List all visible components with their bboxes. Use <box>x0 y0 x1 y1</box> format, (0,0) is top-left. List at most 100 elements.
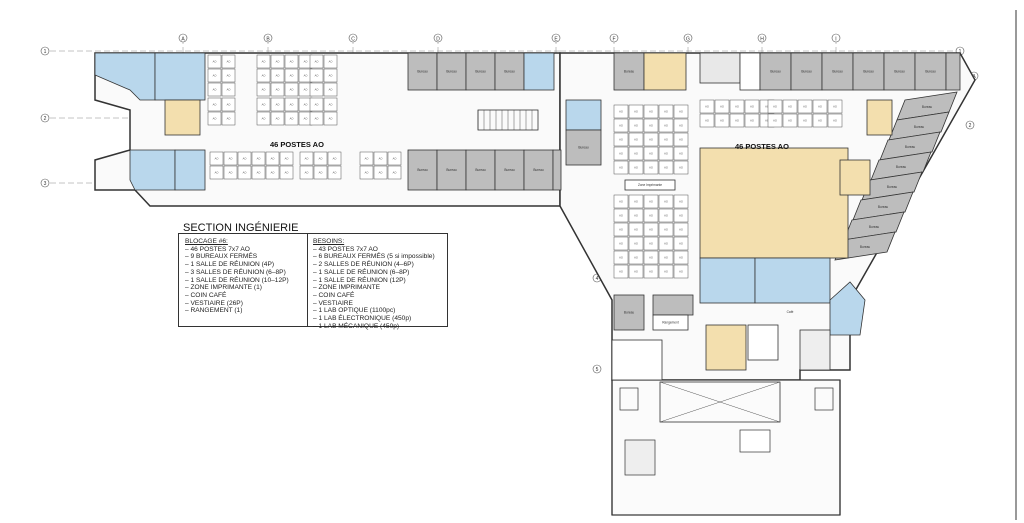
workstation <box>628 146 644 161</box>
room-label: Bureau <box>922 105 933 109</box>
workstation <box>251 151 266 166</box>
workstation <box>237 165 252 180</box>
workstation <box>323 111 338 126</box>
workstation <box>827 99 843 114</box>
workstation <box>673 118 689 133</box>
workstation <box>279 151 294 166</box>
workstation <box>299 165 314 180</box>
grid-bubble-col <box>551 33 561 43</box>
closed-office <box>613 52 645 91</box>
grid-row-label: 1 <box>44 49 47 55</box>
closed-office <box>407 52 438 91</box>
grid-bubble-col <box>609 33 619 43</box>
workstation <box>221 111 236 126</box>
workstation <box>284 54 299 69</box>
closed-office <box>613 294 645 331</box>
workstation-label: AO <box>634 110 638 114</box>
closed-office <box>565 129 602 166</box>
workstation-label: AO <box>788 105 792 109</box>
workstation-label: AO <box>619 138 623 142</box>
workstation-label: AO <box>619 152 623 156</box>
workstation-label: AO <box>750 105 754 109</box>
workstation-label: AO <box>818 105 822 109</box>
workstation-label: AO <box>276 117 280 121</box>
workstation <box>628 236 644 251</box>
plan-details <box>477 10 1017 520</box>
workstation-label: AO <box>634 124 638 128</box>
room-label: Rangement <box>662 321 679 325</box>
workstation <box>265 151 280 166</box>
workstation-label: AO <box>333 157 337 161</box>
lab-room <box>839 159 871 196</box>
workstation-label: AO <box>315 103 319 107</box>
workstation <box>782 113 798 128</box>
workstation <box>613 104 629 119</box>
workstation-label: AO <box>773 105 777 109</box>
workstation-label: AO <box>773 119 777 123</box>
workstation <box>673 160 689 175</box>
workstation-label: AO <box>315 60 319 64</box>
workstation-label: AO <box>765 105 769 109</box>
stair-core <box>699 52 741 84</box>
workstation <box>729 113 745 128</box>
workstation <box>628 250 644 265</box>
workstation-label: AO <box>393 171 397 175</box>
closed-office <box>523 149 554 191</box>
workstation <box>658 208 674 223</box>
workstation-label: AO <box>649 270 653 274</box>
workstation <box>256 111 271 126</box>
workstation-label: AO <box>333 171 337 175</box>
workstation <box>658 104 674 119</box>
workstation <box>256 82 271 97</box>
workstation <box>613 146 629 161</box>
workstation-label: AO <box>679 228 683 232</box>
room-label: Bureau <box>446 70 457 74</box>
workstation-label: AO <box>634 200 638 204</box>
workstation <box>643 250 659 265</box>
grid-col-label: C <box>351 37 355 43</box>
workstation-label: AO <box>649 214 653 218</box>
workstation-label: AO <box>664 256 668 260</box>
workstation <box>767 99 783 114</box>
workstation <box>323 82 338 97</box>
workstation-label: AO <box>679 242 683 246</box>
workstation <box>643 264 659 279</box>
workstation-label: AO <box>679 214 683 218</box>
meeting-room <box>129 149 176 191</box>
blocage-title: BLOCAGE #6: <box>185 238 228 245</box>
workstation <box>256 97 271 112</box>
workstation-label: AO <box>305 171 309 175</box>
workstation-label: AO <box>619 256 623 260</box>
workstation <box>309 54 324 69</box>
workstation <box>327 151 342 166</box>
workstation <box>323 68 338 83</box>
workstation <box>744 113 760 128</box>
workstation-label: AO <box>227 117 231 121</box>
workstation-label: AO <box>304 88 308 92</box>
stair-core <box>799 329 831 371</box>
stair-outline <box>477 109 539 131</box>
workstation-label: AO <box>664 110 668 114</box>
grid-col-label: A <box>181 37 185 43</box>
workstation-label: AO <box>634 138 638 142</box>
workstation <box>221 82 236 97</box>
section-title: SECTION INGÉNIERIE <box>183 222 299 234</box>
workstation-label: AO <box>803 119 807 123</box>
workstation-label: AO <box>329 60 333 64</box>
room-label: Zone Imprimante <box>638 183 662 187</box>
workstation-label: AO <box>750 119 754 123</box>
workstation-label: AO <box>634 242 638 246</box>
workstation <box>628 208 644 223</box>
workstation-label: AO <box>634 152 638 156</box>
room-label: Bureau <box>417 168 428 172</box>
room-label: Bureau <box>863 70 874 74</box>
workstation-label: AO <box>634 166 638 170</box>
room-label: Bureau <box>925 70 936 74</box>
room-label: Bureau <box>624 70 635 74</box>
grid-row-label: 4 <box>596 276 599 282</box>
workstation <box>256 68 271 83</box>
meeting-room <box>829 281 866 336</box>
print-zone <box>624 179 676 191</box>
workstation <box>313 151 328 166</box>
room-label: Bureau <box>905 145 916 149</box>
